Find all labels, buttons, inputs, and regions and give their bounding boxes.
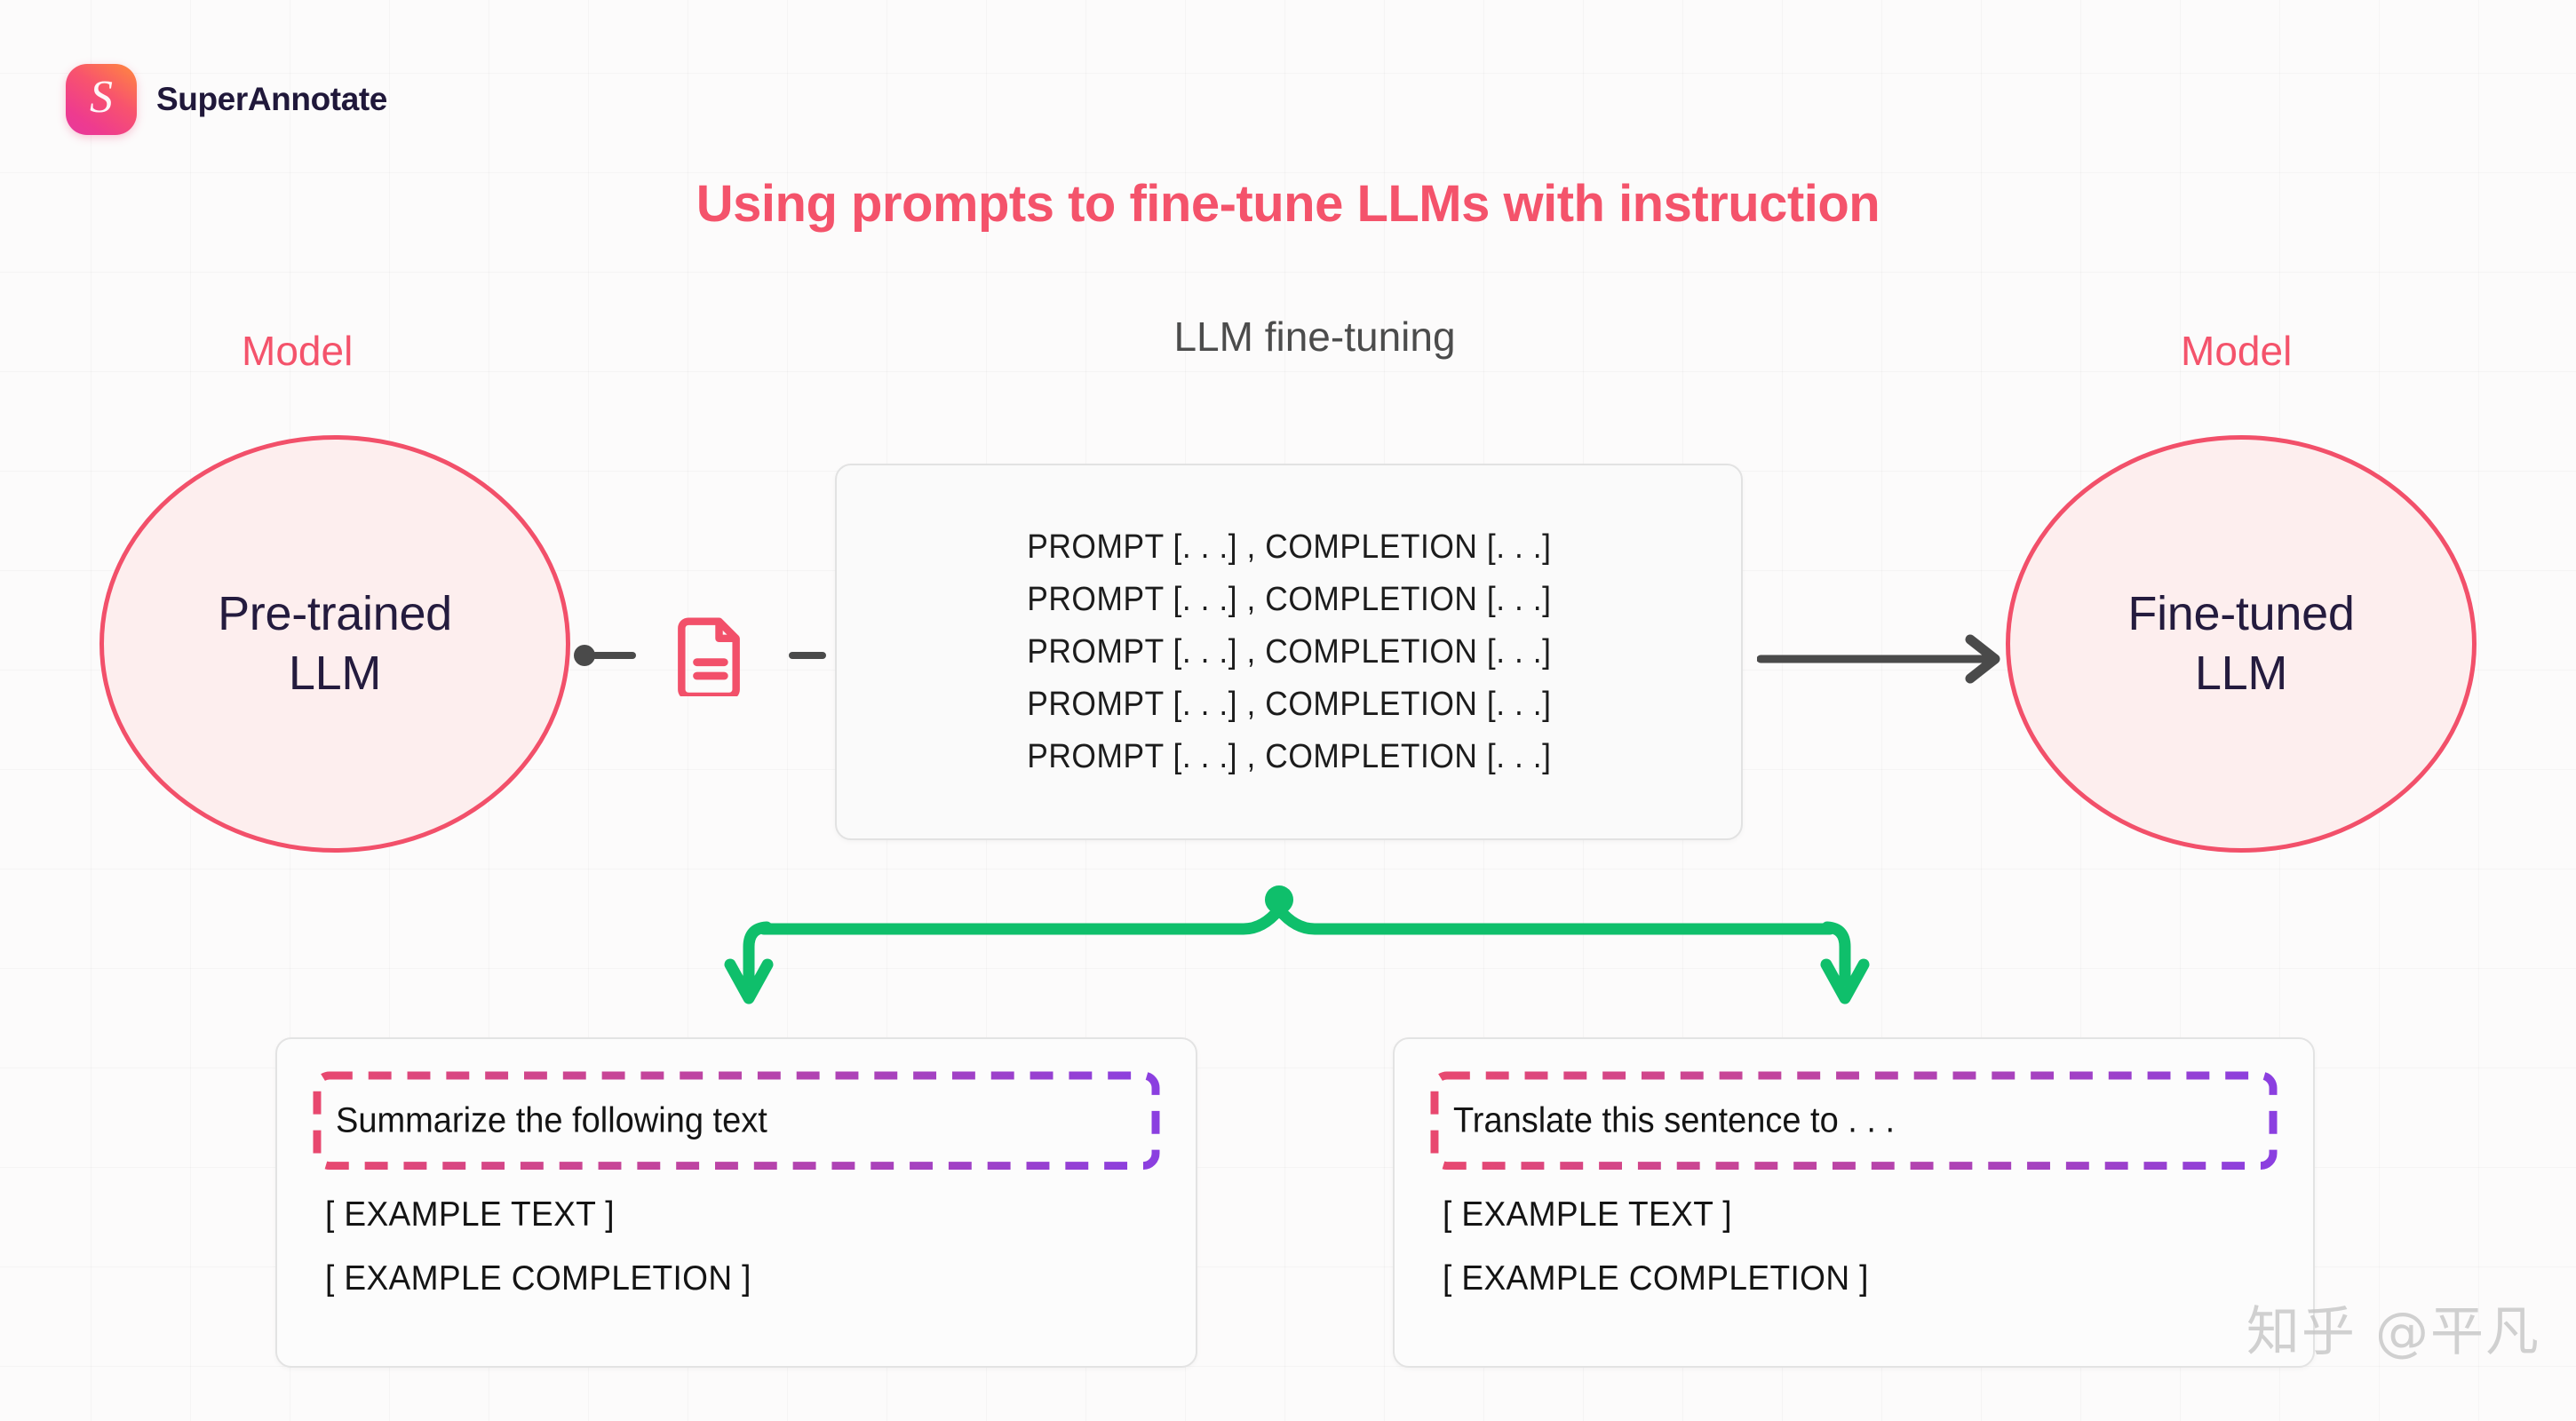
- prompt-completion-dataset-box: PROMPT [. . .] , COMPLETION [. . .] PROM…: [835, 464, 1743, 840]
- model-label-left: Model: [242, 328, 354, 374]
- prompt-line: PROMPT [. . .] , COMPLETION [. . .]: [1026, 632, 1552, 671]
- connector-model-to-dataset: [574, 617, 840, 701]
- connector-segment-left: [592, 652, 636, 659]
- instruction-box: Summarize the following text: [313, 1071, 1160, 1171]
- instruction-text: Summarize the following text: [336, 1100, 767, 1140]
- brand-logo: S SuperAnnotate: [66, 64, 387, 135]
- split-bracket-icon: [675, 876, 1919, 1022]
- node-fine-tuned-llm: Fine-tuned LLM: [2006, 435, 2477, 853]
- example-completion-line: [ EXAMPLE COMPLETION ]: [1443, 1259, 1869, 1298]
- brand-name: SuperAnnotate: [156, 81, 387, 117]
- watermark: 知乎 @平凡: [2246, 1301, 2540, 1363]
- superannotate-logo-icon: S: [66, 64, 137, 135]
- node-pretrained-line2: LLM: [288, 647, 382, 700]
- example-completion-line: [ EXAMPLE COMPLETION ]: [325, 1259, 751, 1298]
- connector-segment-right: [789, 652, 826, 659]
- prompt-line: PROMPT [. . .] , COMPLETION [. . .]: [1026, 580, 1552, 618]
- section-label: LLM fine-tuning: [1173, 314, 1456, 360]
- prompt-line: PROMPT [. . .] , COMPLETION [. . .]: [1026, 685, 1552, 723]
- node-pretrained-line1: Pre-trained: [218, 586, 452, 640]
- logo-s-glyph: S: [90, 72, 113, 123]
- example-card-translate: Translate this sentence to . . . [ EXAMP…: [1393, 1037, 2315, 1368]
- model-label-right: Model: [2181, 328, 2293, 374]
- example-text-line: [ EXAMPLE TEXT ]: [1443, 1195, 1732, 1234]
- node-finetuned-line2: LLM: [2194, 647, 2288, 700]
- instruction-box: Translate this sentence to . . .: [1430, 1071, 2278, 1171]
- prompt-line: PROMPT [. . .] , COMPLETION [. . .]: [1026, 737, 1552, 775]
- node-finetuned-line1: Fine-tuned: [2127, 586, 2355, 640]
- prompt-line: PROMPT [. . .] , COMPLETION [. . .]: [1026, 528, 1552, 566]
- example-card-summarize: Summarize the following text [ EXAMPLE T…: [275, 1037, 1197, 1368]
- example-text-line: [ EXAMPLE TEXT ]: [325, 1195, 615, 1234]
- document-icon: [668, 615, 750, 701]
- instruction-text: Translate this sentence to . . .: [1453, 1100, 1896, 1140]
- node-pre-trained-llm: Pre-trained LLM: [99, 435, 570, 853]
- arrow-right-icon: [1756, 632, 2015, 690]
- page-title: Using prompts to fine-tune LLMs with ins…: [696, 175, 1880, 233]
